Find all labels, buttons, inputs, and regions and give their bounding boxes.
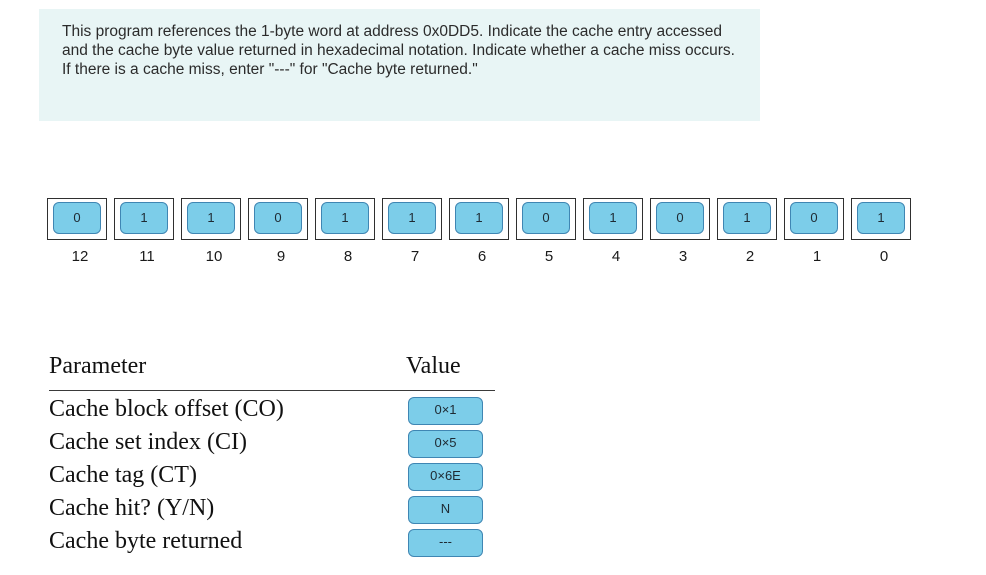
block-offset-value-button[interactable]: 0×1: [408, 397, 483, 425]
bit-cell-9: 0: [248, 198, 308, 240]
header-parameter: Parameter: [49, 353, 147, 379]
header-value: Value: [406, 353, 461, 379]
bit-cell-5: 0: [516, 198, 576, 240]
bit-position-label: 2: [745, 248, 755, 265]
bit-position-label: 6: [477, 248, 487, 265]
bit-cell-11: 1: [114, 198, 174, 240]
bit-value-button-4[interactable]: 1: [589, 202, 637, 234]
row-label-byte-returned: Cache byte returned: [49, 528, 243, 554]
bit-position-label: 8: [343, 248, 353, 265]
bit-value-button-12[interactable]: 0: [53, 202, 101, 234]
bit-cell-0: 1: [851, 198, 911, 240]
cache-hit-value-button[interactable]: N: [408, 496, 483, 524]
row-label-cache-hit: Cache hit? (Y/N): [49, 495, 215, 521]
bit-position-label: 3: [678, 248, 688, 265]
bit-cell-8: 1: [315, 198, 375, 240]
bit-position-label: 12: [71, 248, 89, 265]
bit-position-label: 9: [276, 248, 286, 265]
bit-position-label: 0: [879, 248, 889, 265]
bit-position-label: 11: [139, 248, 155, 265]
bit-cell-4: 1: [583, 198, 643, 240]
bit-position-label: 7: [410, 248, 420, 265]
row-label-set-index: Cache set index (CI): [49, 429, 247, 455]
row-label-cache-tag: Cache tag (CT): [49, 462, 197, 488]
bit-value-button-10[interactable]: 1: [187, 202, 235, 234]
bit-value-button-9[interactable]: 0: [254, 202, 302, 234]
bit-value-button-3[interactable]: 0: [656, 202, 704, 234]
bit-position-label: 5: [544, 248, 554, 265]
table-row-byte-returned: Cache byte returned ---: [49, 523, 495, 557]
bit-value-button-11[interactable]: 1: [120, 202, 168, 234]
bit-value-button-5[interactable]: 0: [522, 202, 570, 234]
bit-value-button-0[interactable]: 1: [857, 202, 905, 234]
cache-tag-value-button[interactable]: 0×6E: [408, 463, 483, 491]
question-prompt-text: This program references the 1-byte word …: [62, 23, 735, 78]
bit-value-button-6[interactable]: 1: [455, 202, 503, 234]
byte-returned-value-button[interactable]: ---: [408, 529, 483, 557]
bit-cell-7: 1: [382, 198, 442, 240]
bit-cell-2: 1: [717, 198, 777, 240]
bit-cell-1: 0: [784, 198, 844, 240]
table-row-cache-tag: Cache tag (CT) 0×6E: [49, 457, 495, 491]
bit-value-button-2[interactable]: 1: [723, 202, 771, 234]
set-index-value-button[interactable]: 0×5: [408, 430, 483, 458]
table-row-set-index: Cache set index (CI) 0×5: [49, 424, 495, 458]
parameter-table: Parameter Value Cache block offset (CO) …: [49, 352, 495, 557]
table-row-block-offset: Cache block offset (CO) 0×1: [49, 391, 495, 425]
bit-cell-3: 0: [650, 198, 710, 240]
row-label-block-offset: Cache block offset (CO): [49, 396, 284, 422]
bit-cell-12: 0: [47, 198, 107, 240]
bit-value-button-1[interactable]: 0: [790, 202, 838, 234]
bit-value-button-7[interactable]: 1: [388, 202, 436, 234]
bit-cell-10: 1: [181, 198, 241, 240]
bit-position-label: 1: [812, 248, 822, 265]
table-row-cache-hit: Cache hit? (Y/N) N: [49, 490, 495, 524]
bit-position-label: 4: [611, 248, 621, 265]
table-header-row: Parameter Value: [49, 352, 495, 391]
bit-cell-6: 1: [449, 198, 509, 240]
bit-position-label: 10: [205, 248, 223, 265]
bit-value-button-8[interactable]: 1: [321, 202, 369, 234]
question-prompt-box: This program references the 1-byte word …: [39, 9, 760, 121]
address-bits-row: 0 1 1 0 1 1 1 0 1 0 1 0 1: [47, 198, 912, 242]
